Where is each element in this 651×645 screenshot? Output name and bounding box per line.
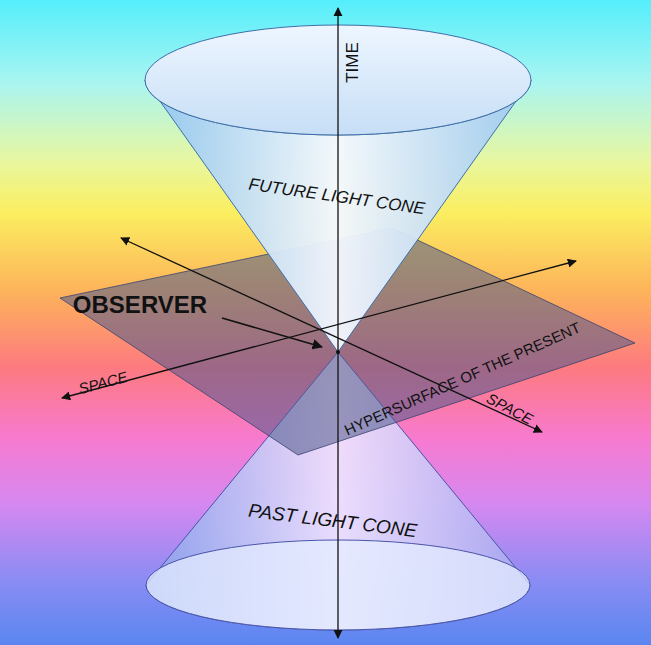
space-axis [121, 238, 542, 432]
observer-label: OBSERVER [73, 293, 207, 317]
observer-point [336, 350, 340, 354]
axis-label: TIME [343, 42, 360, 83]
time-axis [337, 8, 338, 638]
observer-pointer [222, 318, 322, 347]
